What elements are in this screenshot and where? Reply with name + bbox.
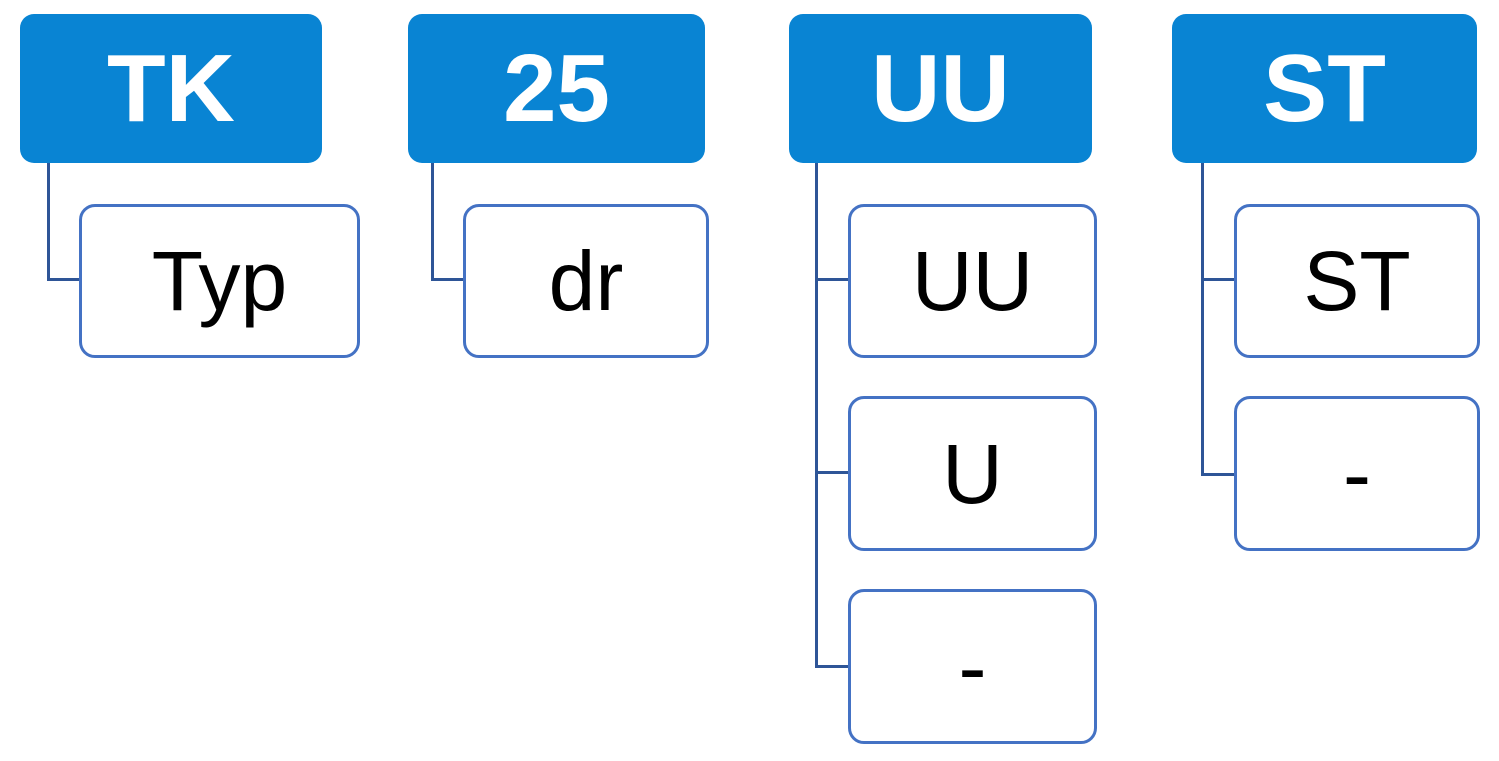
child-node: U xyxy=(848,396,1097,551)
child-node: - xyxy=(1234,396,1480,551)
header-node-3-label: UU xyxy=(871,34,1010,142)
connector-line xyxy=(1201,163,1204,476)
connector-line xyxy=(815,471,848,474)
child-node-label: - xyxy=(958,619,987,714)
child-node: - xyxy=(848,589,1097,744)
header-node-1-label: TK xyxy=(107,34,235,142)
header-node-1: TK xyxy=(20,14,322,163)
header-node-2-label: 25 xyxy=(503,34,610,142)
child-node-label: ST xyxy=(1303,234,1411,328)
header-node-3: UU xyxy=(789,14,1092,163)
connector-line xyxy=(47,278,79,281)
child-node: Typ xyxy=(79,204,360,358)
child-node-label: - xyxy=(1343,426,1371,521)
connector-line xyxy=(47,163,50,281)
child-node: dr xyxy=(463,204,709,358)
child-node-label: Typ xyxy=(151,234,288,328)
connector-line xyxy=(815,278,848,281)
connector-line xyxy=(1201,278,1234,281)
header-node-2: 25 xyxy=(408,14,705,163)
connector-line xyxy=(815,665,848,668)
child-node: UU xyxy=(848,204,1097,358)
connector-line xyxy=(815,163,818,668)
child-node-label: U xyxy=(942,426,1003,521)
header-node-4-label: ST xyxy=(1263,34,1386,142)
child-node-label: UU xyxy=(911,234,1034,328)
header-node-4: ST xyxy=(1172,14,1477,163)
child-node-label: dr xyxy=(548,234,624,328)
child-node: ST xyxy=(1234,204,1480,358)
connector-line xyxy=(431,163,434,281)
connector-line xyxy=(431,278,463,281)
connector-line xyxy=(1201,473,1234,476)
